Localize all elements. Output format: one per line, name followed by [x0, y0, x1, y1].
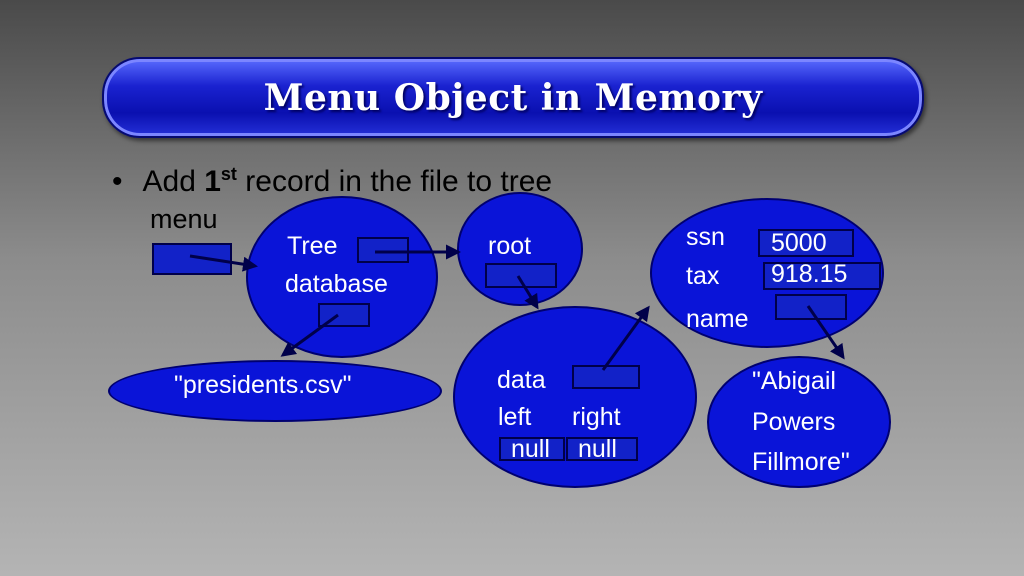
menu-reference-box — [152, 243, 232, 275]
left-null-text: null — [511, 435, 550, 463]
filename-text: "presidents.csv" — [174, 371, 352, 399]
left-reference-box — [499, 437, 565, 461]
tree-label: Tree — [287, 232, 338, 260]
name-label: name — [686, 305, 749, 333]
name-reference-box — [775, 294, 847, 320]
filename-string-ellipse — [108, 360, 442, 422]
bullet-point: • Add 1st record in the file to tree — [112, 164, 552, 199]
menu-label: menu — [150, 204, 218, 234]
ssn-label: ssn — [686, 223, 725, 251]
bullet-prefix: Add — [142, 165, 205, 198]
bullet-ordinal: 1st — [204, 164, 237, 198]
name-line1: "Abigail — [752, 367, 836, 395]
tax-label: tax — [686, 262, 720, 290]
database-reference-box — [318, 303, 370, 327]
ssn-value-box — [758, 229, 854, 257]
tree-object-ellipse — [246, 196, 438, 358]
bullet-dot: • — [112, 165, 123, 198]
name-line3: Fillmore" — [752, 448, 850, 476]
name-line2: Powers — [752, 408, 836, 436]
data-label: data — [497, 366, 546, 394]
tax-value: 918.15 — [771, 260, 848, 288]
root-reference-box — [485, 263, 557, 288]
tax-value-box — [763, 262, 881, 290]
tree-reference-box — [357, 237, 409, 263]
right-reference-box — [566, 437, 638, 461]
slide-title: Menu Object in Memory — [263, 76, 763, 119]
data-reference-box — [572, 365, 640, 389]
database-label: database — [285, 270, 388, 298]
left-label: left — [498, 403, 532, 431]
right-label: right — [572, 403, 621, 431]
root-label: root — [488, 232, 532, 260]
name-string-ellipse — [707, 356, 891, 488]
title-banner: Menu Object in Memory — [102, 57, 924, 138]
ssn-value: 5000 — [771, 229, 827, 257]
bullet-suffix: record in the file to tree — [236, 165, 553, 198]
right-null-text: null — [578, 435, 617, 463]
